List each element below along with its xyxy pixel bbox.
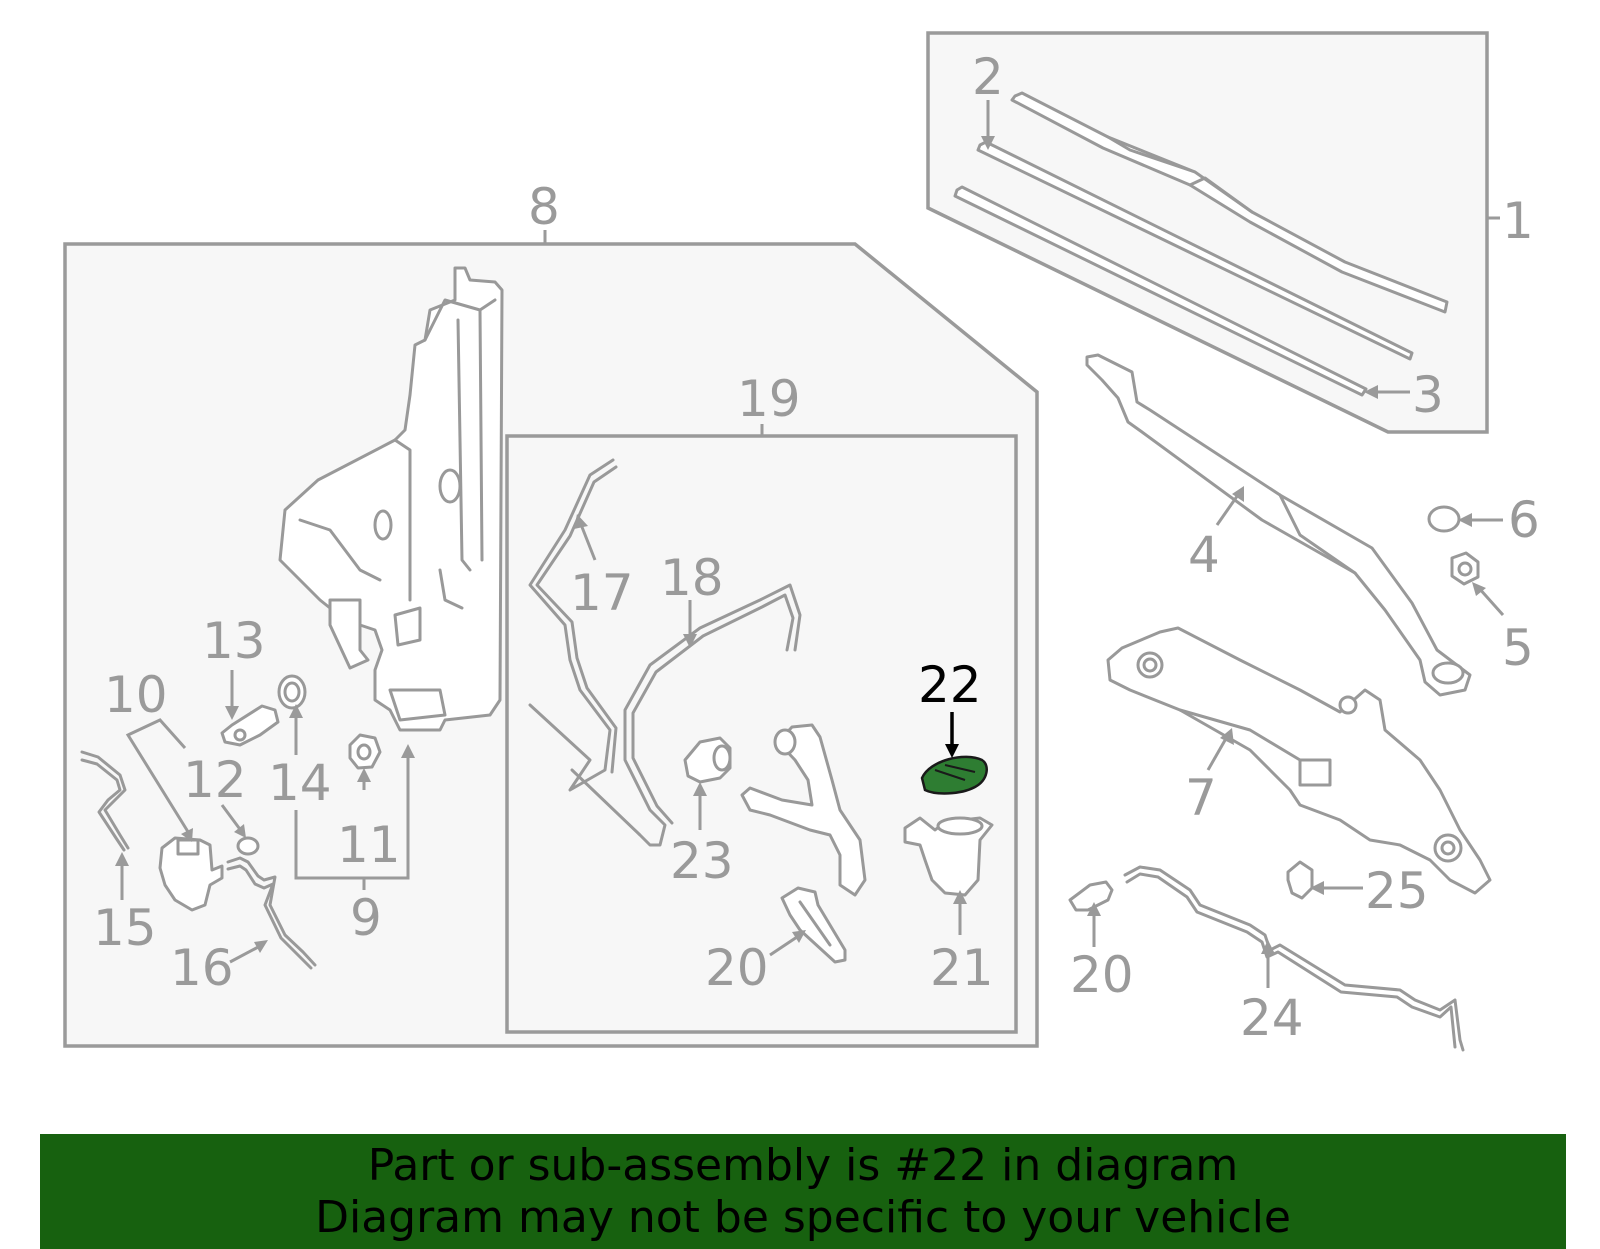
nut-cap[interactable] — [1427, 505, 1461, 533]
wiper-blade-assembly[interactable] — [1010, 91, 1449, 314]
callout-9: 9 — [350, 889, 382, 947]
level-sensor[interactable] — [220, 704, 280, 747]
callout-20-outer: 20 — [1070, 946, 1134, 1004]
callout-19: 19 — [737, 370, 801, 428]
info-banner: Part or sub-assembly is #22 in diagram D… — [40, 1134, 1566, 1249]
callout-15: 15 — [93, 899, 157, 957]
callout-11: 11 — [337, 816, 401, 874]
callout-12: 12 — [183, 751, 247, 809]
washer-fluid-reservoir[interactable] — [278, 266, 504, 732]
nut[interactable] — [1450, 551, 1480, 586]
reservoir-nut[interactable] — [348, 733, 382, 770]
callout-20-inner: 20 — [705, 939, 769, 997]
pump-grommet[interactable] — [236, 836, 260, 856]
callout-1: 1 — [1502, 192, 1534, 250]
callout-23: 23 — [670, 832, 734, 890]
washer-nozzle-outer[interactable] — [1068, 880, 1114, 912]
wiper-linkage-and-motor[interactable] — [1106, 626, 1492, 895]
hose-connector[interactable] — [683, 736, 732, 784]
callout-3: 3 — [1412, 366, 1444, 424]
washer-pump[interactable] — [158, 836, 224, 912]
wiper-blade-group-box — [926, 31, 1500, 434]
callout-5: 5 — [1502, 619, 1534, 677]
callout-21: 21 — [930, 939, 994, 997]
leader-lines — [115, 100, 1505, 988]
callout-10: 10 — [104, 666, 168, 724]
callout-7: 7 — [1185, 769, 1217, 827]
callout-25: 25 — [1365, 862, 1429, 920]
wiper-arm[interactable] — [1085, 353, 1472, 697]
callout-6: 6 — [1508, 491, 1540, 549]
banner-line-1: Part or sub-assembly is #22 in diagram — [367, 1139, 1239, 1191]
callout-14: 14 — [268, 754, 332, 812]
pump-hose-long[interactable] — [226, 856, 317, 970]
callout-4: 4 — [1188, 526, 1220, 584]
washer-hose-18[interactable] — [570, 583, 802, 847]
callout-22: 22 — [918, 656, 982, 714]
filler-cap[interactable] — [920, 755, 988, 795]
clip[interactable] — [1286, 860, 1314, 900]
callout-16: 16 — [170, 939, 234, 997]
banner-line-2: Diagram may not be specific to your vehi… — [315, 1191, 1291, 1243]
callout-24: 24 — [1240, 989, 1304, 1047]
callout-13: 13 — [202, 612, 266, 670]
callout-17: 17 — [570, 564, 634, 622]
callout-labels: 1 2 3 4 5 6 7 8 9 10 11 12 13 14 15 16 1… — [93, 48, 1540, 1047]
callout-18: 18 — [660, 549, 724, 607]
callout-2: 2 — [972, 48, 1004, 106]
washer-hose-17[interactable] — [528, 458, 618, 792]
pump-hose-short[interactable] — [80, 750, 130, 852]
washer-nozzle-inner[interactable] — [780, 886, 847, 964]
hose-group-box — [505, 424, 1018, 1034]
sensor-seal[interactable] — [277, 674, 307, 710]
callout-8: 8 — [528, 178, 560, 236]
filler-neck[interactable] — [903, 816, 994, 897]
hose-elbow[interactable] — [740, 723, 867, 897]
